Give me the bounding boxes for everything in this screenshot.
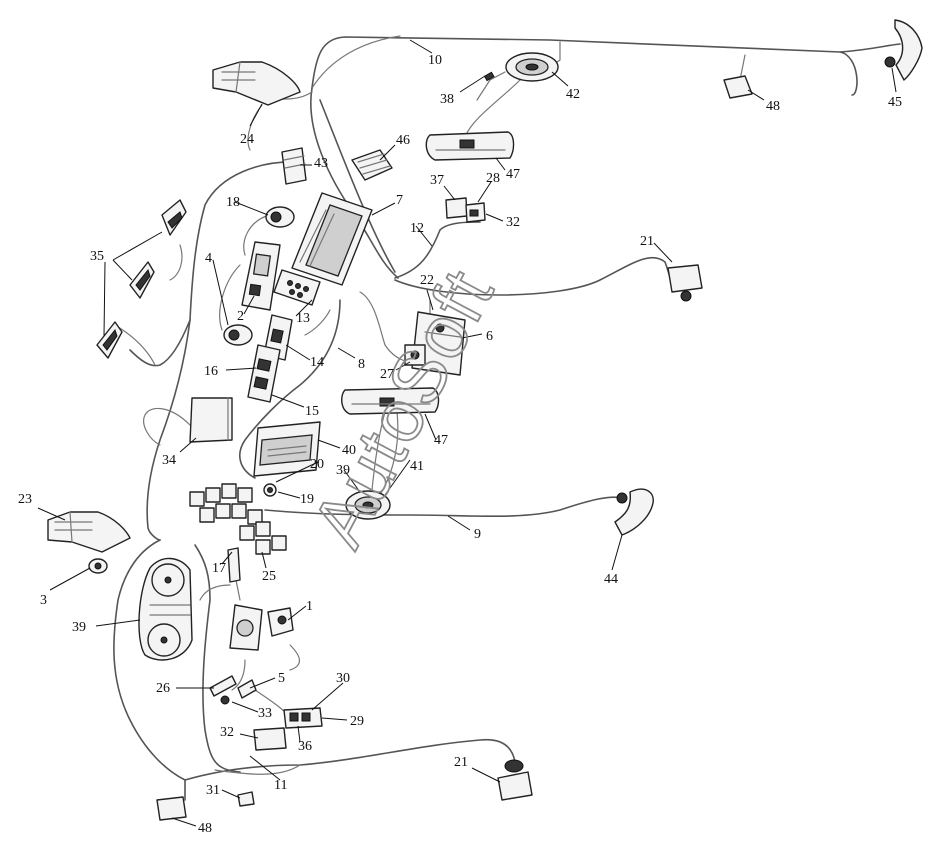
callout-6: 6 (486, 329, 493, 344)
callout-44: 44 (604, 572, 618, 587)
callout-32-top: 32 (506, 215, 520, 230)
callout-48-top: 48 (766, 99, 780, 114)
callout-31: 31 (206, 783, 220, 798)
callout-21-top: 21 (640, 234, 654, 249)
callout-24: 24 (240, 132, 254, 147)
callout-23: 23 (18, 492, 32, 507)
callout-29: 29 (350, 714, 364, 729)
callout-36: 36 (298, 739, 312, 754)
buzzer-21-bottom (497, 759, 533, 801)
callout-35: 35 (90, 249, 104, 264)
callout-34: 34 (162, 453, 176, 468)
horn-4 (223, 324, 253, 346)
callout-19: 19 (300, 492, 314, 507)
callout-45: 45 (888, 95, 902, 110)
callout-21-bottom: 21 (454, 755, 468, 770)
callout-8: 8 (358, 357, 365, 372)
key-switch-3 (88, 558, 108, 574)
callout-33: 33 (258, 706, 272, 721)
sensor-35 (96, 199, 187, 359)
instrument-cluster-39 (138, 557, 193, 661)
callout-41: 41 (410, 459, 424, 474)
callout-47-top: 47 (506, 167, 520, 182)
callout-3: 3 (40, 593, 47, 608)
wire-harness (113, 35, 901, 801)
callout-26: 26 (156, 681, 170, 696)
callout-16: 16 (204, 364, 218, 379)
callout-17: 17 (212, 561, 226, 576)
callout-32-bottom: 32 (220, 725, 234, 740)
control-unit-7 (291, 192, 373, 286)
switch-30-29 (283, 707, 323, 729)
connectors-26-33 (209, 675, 257, 705)
callout-5: 5 (278, 671, 285, 686)
speaker-42 (505, 52, 559, 82)
callout-4: 4 (205, 251, 212, 266)
callout-9: 9 (474, 527, 481, 542)
callout-25: 25 (262, 569, 276, 584)
watermark: AutoSoft (296, 256, 510, 560)
relays-37-28 (445, 197, 486, 223)
callout-14: 14 (310, 355, 324, 370)
connector-20-19 (263, 483, 277, 497)
light-bar-47-top (425, 131, 515, 161)
turn-indicator-44 (614, 488, 654, 536)
connector-17 (227, 547, 241, 583)
speaker-41 (345, 490, 391, 520)
callout-40: 40 (342, 443, 356, 458)
callout-18: 18 (226, 195, 240, 210)
callout-42: 42 (566, 87, 580, 102)
callout-20: 20 (310, 457, 324, 472)
switch-16 (247, 344, 281, 403)
callout-30: 30 (336, 671, 350, 686)
callout-39-mid: 39 (336, 463, 350, 478)
switch-panel-2 (241, 241, 281, 311)
callout-7: 7 (396, 193, 403, 208)
ignition-switch-1 (229, 604, 294, 651)
relay-43 (281, 147, 307, 185)
module-34 (189, 397, 233, 443)
callout-10: 10 (428, 53, 442, 68)
callout-47-lower: 47 (434, 433, 448, 448)
turn-indicator-45 (884, 19, 923, 81)
radio-40 (253, 421, 321, 477)
connector-38 (483, 71, 495, 82)
light-bar-47-lower (341, 387, 440, 415)
callout-22: 22 (420, 273, 434, 288)
callout-1: 1 (306, 599, 313, 614)
leader-lines (37, 39, 897, 827)
callout-labels: 1 2 3 4 5 6 7 8 9 10 11 12 13 14 15 16 1… (18, 53, 902, 836)
module-32-lower (253, 727, 287, 751)
front-lamp-23 (47, 511, 131, 553)
callout-12: 12 (410, 221, 424, 236)
callout-37: 37 (430, 173, 444, 188)
buzzer-21-top (667, 264, 703, 302)
relay-bank-25 (189, 483, 287, 555)
plate-48-top (723, 75, 753, 99)
rear-lamp-24 (212, 61, 301, 106)
plate-48-bottom (156, 796, 187, 821)
callout-13: 13 (296, 311, 310, 326)
module-13 (273, 269, 321, 306)
callout-28: 28 (486, 171, 500, 186)
horn-18 (265, 206, 295, 228)
callout-39-left: 39 (72, 620, 86, 635)
component-31 (237, 791, 255, 807)
callout-15: 15 (305, 404, 319, 419)
callout-11: 11 (274, 778, 287, 793)
callout-43: 43 (314, 156, 328, 171)
callout-48-bottom: 48 (198, 821, 212, 836)
callout-27: 27 (380, 367, 394, 382)
callout-38: 38 (440, 92, 454, 107)
component-27 (404, 344, 426, 366)
callout-46: 46 (396, 133, 410, 148)
callout-2: 2 (237, 309, 244, 324)
